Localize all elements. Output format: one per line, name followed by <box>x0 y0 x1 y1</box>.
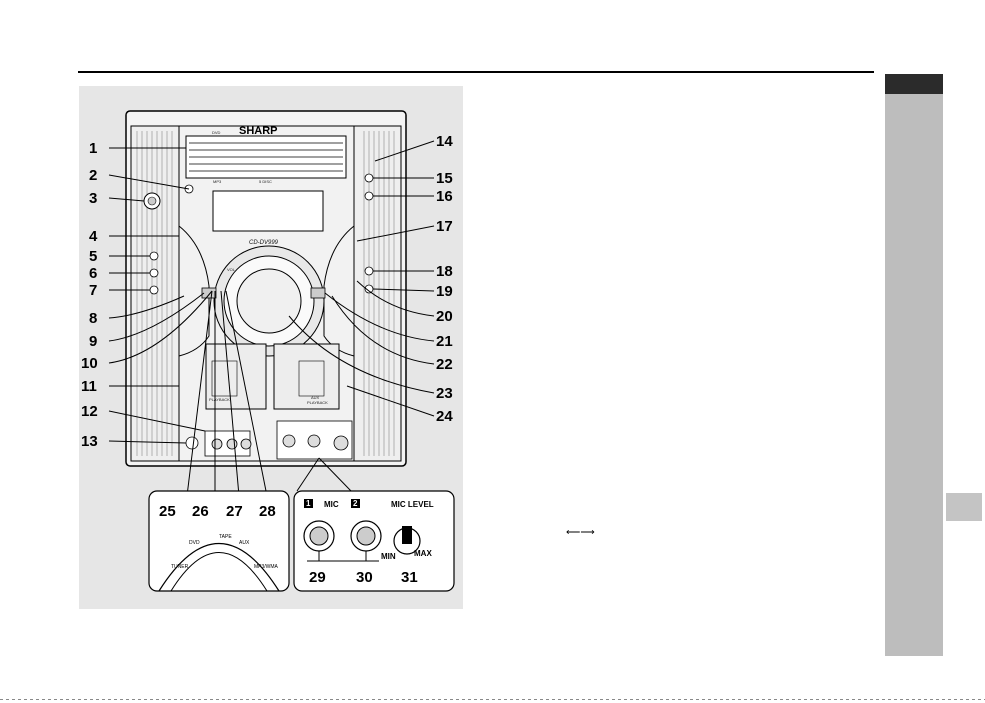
callout-8: 8 <box>89 310 97 327</box>
max-label: MAX <box>414 549 432 558</box>
callout-28: 28 <box>259 503 276 520</box>
bottom-dashed-rule <box>0 699 985 700</box>
callout-3: 3 <box>89 190 97 207</box>
playback-right-label: PLAYBACK <box>307 400 328 405</box>
callout-12: 12 <box>81 403 98 420</box>
disc-badge: 5 DISC <box>259 179 272 184</box>
callout-11: 11 <box>81 378 97 395</box>
callout-24: 24 <box>436 408 453 425</box>
callout-7: 7 <box>89 282 97 299</box>
callout-29: 29 <box>309 569 326 586</box>
dvd-badge: DVD <box>212 130 221 135</box>
callout-25: 25 <box>159 503 176 520</box>
callout-14: 14 <box>436 133 453 150</box>
dial-label-tape: TAPE <box>219 534 232 540</box>
callout-2: 2 <box>89 167 97 184</box>
min-label: MIN <box>381 552 396 561</box>
callout-15: 15 <box>436 170 453 187</box>
playback-label: PLAYBACK <box>209 397 230 402</box>
dial-label-mp3: MP3/WMA <box>254 564 279 570</box>
side-tab-header <box>885 74 943 94</box>
callout-30: 30 <box>356 569 373 586</box>
unit-body <box>126 111 406 466</box>
callout-20: 20 <box>436 308 453 325</box>
vol-label: VOL <box>227 267 236 272</box>
side-tab-marker <box>946 493 982 521</box>
callout-17: 17 <box>436 218 453 235</box>
dial-label-dvd: DVD <box>189 540 200 546</box>
side-tab <box>885 74 943 656</box>
arrow-symbol: ⟵⟶ <box>566 528 595 538</box>
callout-22: 22 <box>436 356 453 373</box>
aux-label: AUX <box>311 395 320 400</box>
top-rule <box>78 71 874 73</box>
dial-label-tuner: TUNER <box>171 564 189 570</box>
callout-9: 9 <box>89 333 97 350</box>
callout-19: 19 <box>436 283 453 300</box>
front-panel-figure: SHARP DVD MP3 5 DISC CD-DV999 VOL PLAYBA… <box>79 86 463 609</box>
callout-5: 5 <box>89 248 97 265</box>
mp3-badge: MP3 <box>213 179 222 184</box>
callout-31: 31 <box>401 569 418 586</box>
callout-27: 27 <box>226 503 243 520</box>
callout-13: 13 <box>81 433 98 450</box>
callout-16: 16 <box>436 188 453 205</box>
callout-4: 4 <box>89 228 98 245</box>
callout-26: 26 <box>192 503 209 520</box>
mic1-number: 1 <box>306 499 311 508</box>
brand-logo: SHARP <box>239 125 278 137</box>
callout-23: 23 <box>436 385 453 402</box>
callout-21: 21 <box>436 333 453 350</box>
dial-label-aux: AUX <box>239 540 250 546</box>
callout-1: 1 <box>89 140 97 157</box>
mic-label: MIC <box>324 500 339 509</box>
callout-10: 10 <box>81 355 98 372</box>
callout-6: 6 <box>89 265 97 282</box>
model-label: CD-DV999 <box>249 240 279 246</box>
mic2-number: 2 <box>353 499 358 508</box>
front-panel-diagram: SHARP DVD MP3 5 DISC CD-DV999 VOL PLAYBA… <box>79 86 463 609</box>
callout-18: 18 <box>436 263 453 280</box>
mic-level-label: MIC LEVEL <box>391 500 434 509</box>
